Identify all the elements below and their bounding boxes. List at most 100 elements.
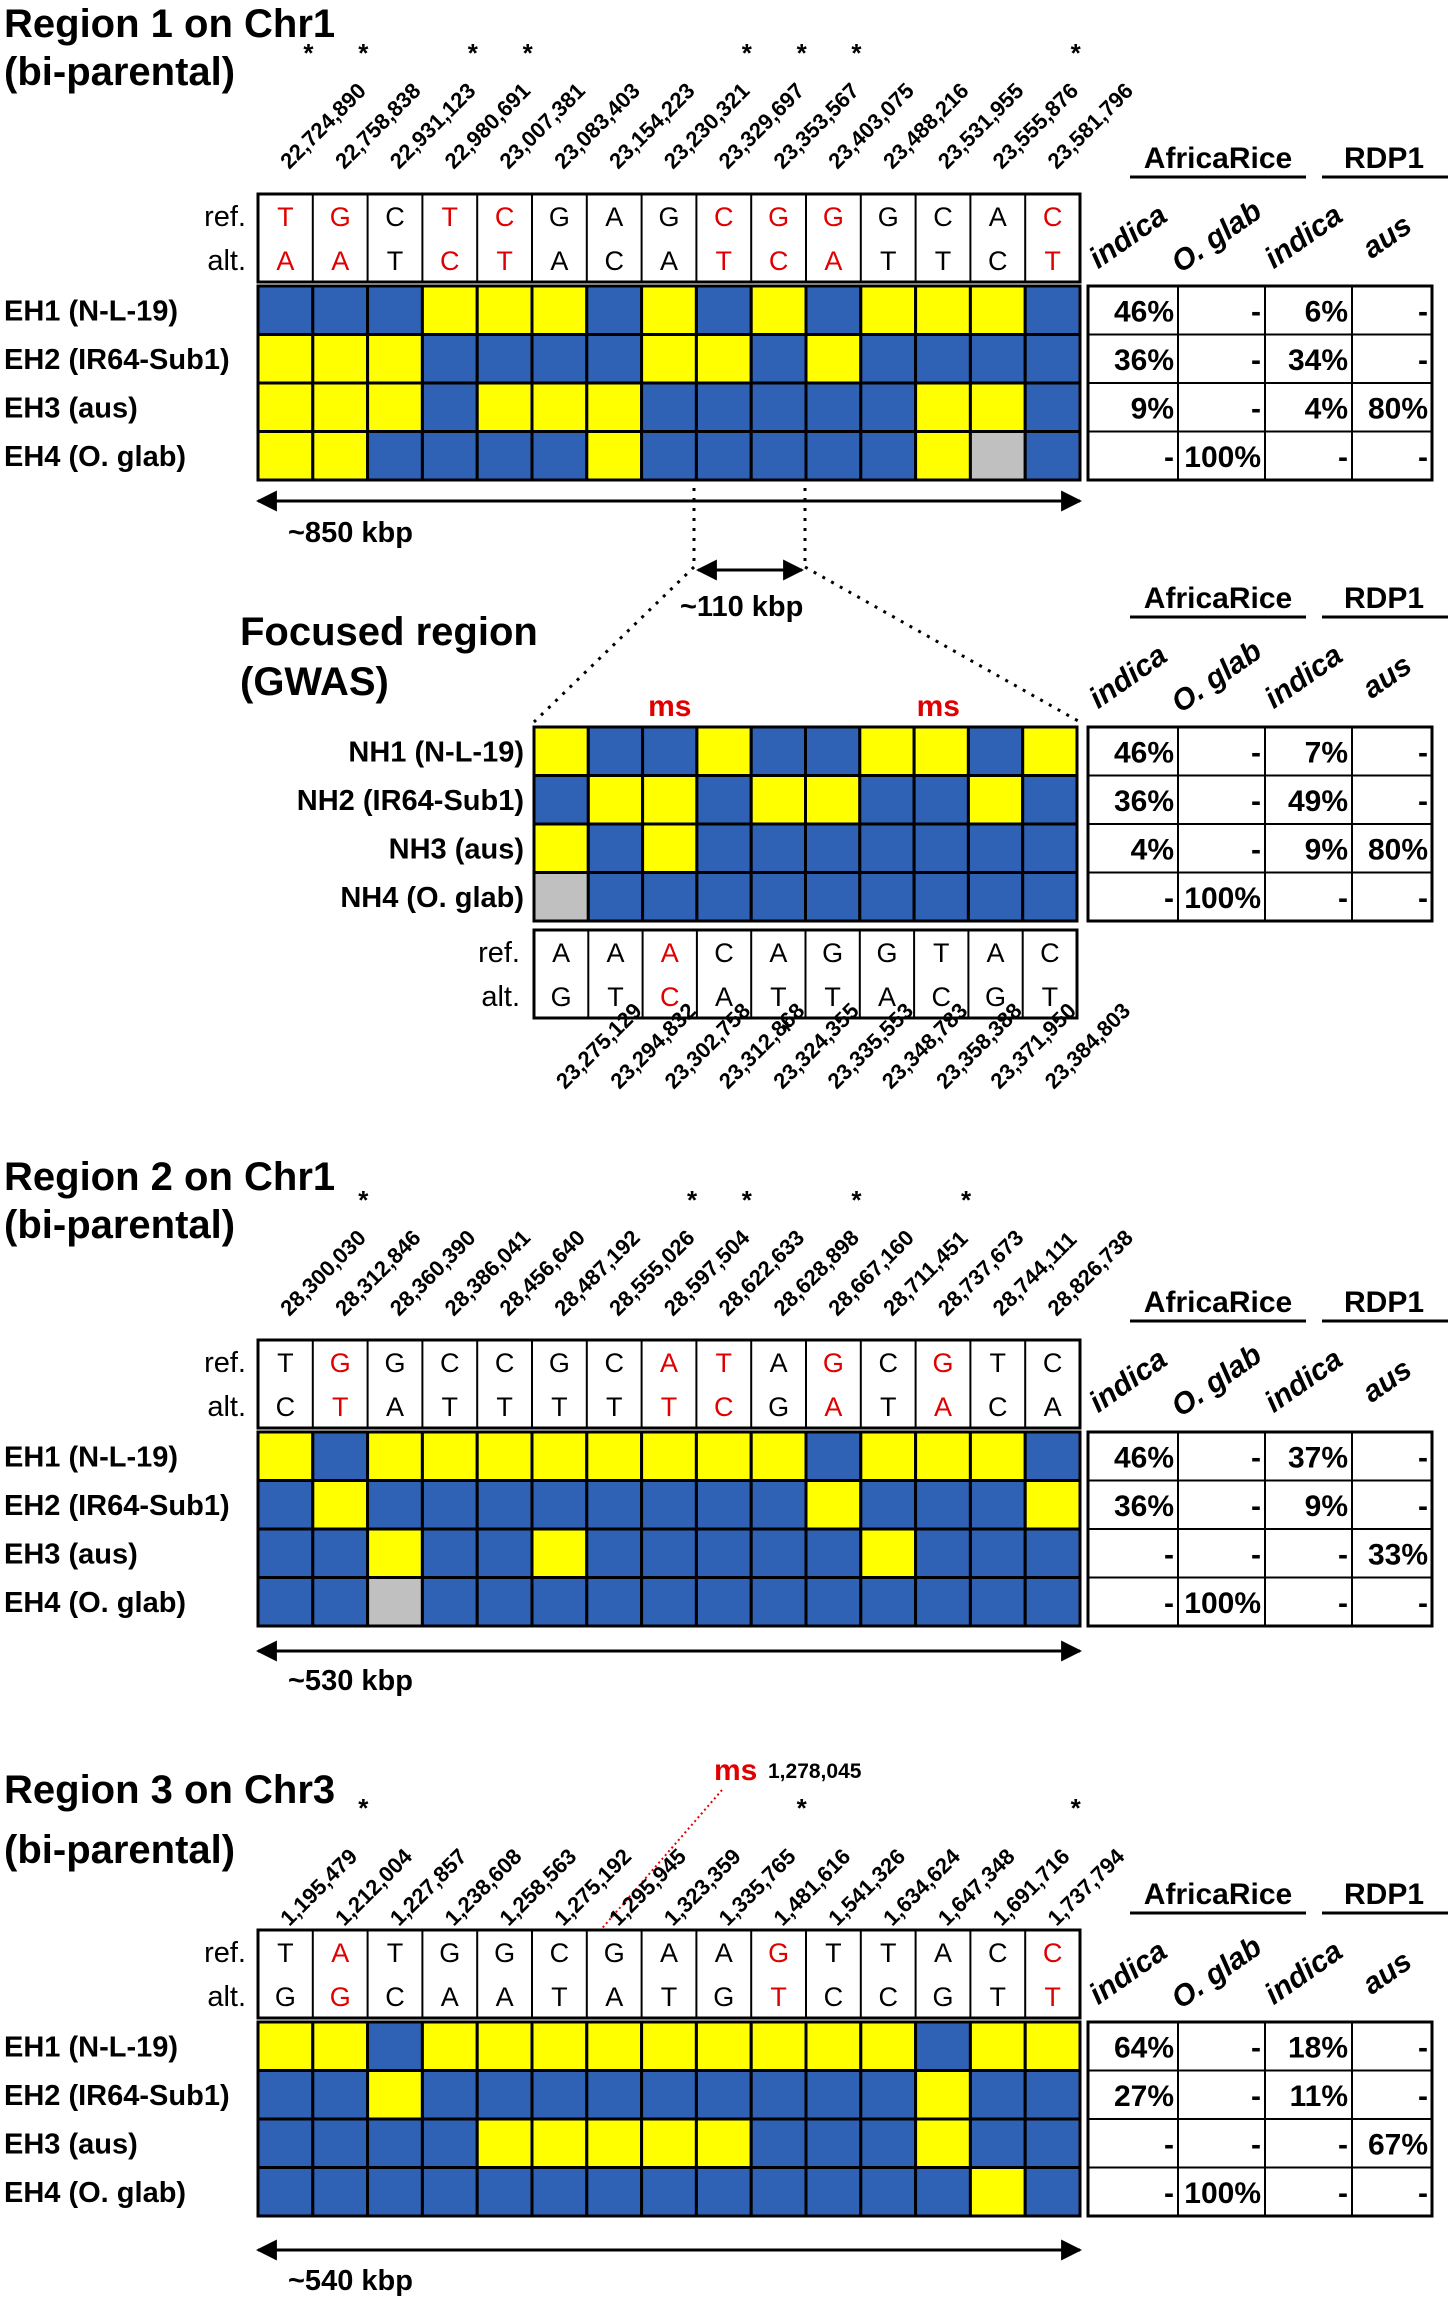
genotype-cell bbox=[420, 333, 479, 385]
alt-allele: C bbox=[988, 246, 1008, 276]
frequency-value: 9% bbox=[1305, 1490, 1348, 1523]
frequency-value: - bbox=[1251, 1538, 1261, 1571]
genotype-cell bbox=[366, 2020, 424, 2072]
alt-allele: T bbox=[496, 246, 513, 276]
genotype-cell bbox=[530, 333, 589, 385]
region3-ms-position: 1,278,045 bbox=[768, 1760, 862, 1783]
genotype-cell bbox=[804, 1576, 863, 1628]
alt-allele: C bbox=[824, 1982, 844, 2012]
region1-panel: 22,724,89022,758,83822,931,12322,980,691… bbox=[4, 38, 1448, 482]
genotype-cell bbox=[694, 1430, 753, 1482]
genotype-cell bbox=[311, 333, 370, 385]
ref-allele: G bbox=[330, 202, 351, 232]
population-column-header: aus bbox=[1356, 1352, 1417, 1409]
genotype-cell bbox=[475, 1430, 534, 1482]
genotype-cell bbox=[1023, 2117, 1082, 2169]
genotype-cell bbox=[475, 2020, 534, 2072]
genotype-cell bbox=[475, 284, 534, 336]
ref-allele: C bbox=[1043, 1938, 1063, 1968]
genotype-cell bbox=[914, 2069, 972, 2121]
genotype-cell bbox=[749, 1527, 808, 1579]
genotype-cell bbox=[749, 1430, 808, 1482]
genotype-cell bbox=[640, 381, 698, 433]
genotype-cell bbox=[968, 381, 1027, 433]
africarice-header: AfricaRice bbox=[1144, 1878, 1292, 1911]
genotype-cell bbox=[256, 430, 315, 482]
genotype-cell bbox=[420, 381, 479, 433]
alt-allele: T bbox=[716, 246, 733, 276]
genotype-cell bbox=[968, 2166, 1027, 2218]
genotype-cell bbox=[1023, 2020, 1082, 2072]
genotype-cell bbox=[804, 822, 862, 874]
genotype-cell bbox=[640, 430, 698, 482]
genotype-cell bbox=[694, 2117, 753, 2169]
genotype-cell bbox=[641, 822, 699, 874]
genotype-cell bbox=[859, 1576, 918, 1628]
genotype-cell bbox=[530, 430, 589, 482]
genotype-cell bbox=[858, 822, 916, 874]
genotype-cell bbox=[532, 725, 590, 777]
alt-allele: C bbox=[932, 982, 952, 1012]
alt-allele: G bbox=[932, 1982, 953, 2012]
genotype-cell bbox=[914, 1527, 972, 1579]
population-column-header: O. glab bbox=[1166, 1930, 1268, 2015]
genotype-cell bbox=[1023, 2166, 1082, 2218]
alt-allele: A bbox=[715, 982, 733, 1012]
focused-span-label: ~110 kbp bbox=[680, 591, 803, 623]
genotype-cell bbox=[366, 1430, 424, 1482]
genotype-cell bbox=[420, 1576, 479, 1628]
frequency-value: 100% bbox=[1184, 441, 1261, 474]
africarice-header: AfricaRice bbox=[1144, 582, 1292, 615]
alt-allele: T bbox=[1042, 982, 1059, 1012]
genotype-cell bbox=[530, 1527, 589, 1579]
alt-allele: T bbox=[442, 1392, 459, 1422]
genotype-cell bbox=[311, 2117, 370, 2169]
ref-row-label: ref. bbox=[204, 201, 246, 233]
ref-allele: C bbox=[878, 1348, 898, 1378]
haplotype-label: NH1 (N-L-19) bbox=[348, 736, 524, 768]
alt-allele: T bbox=[661, 1982, 678, 2012]
population-column-header: indica bbox=[1083, 198, 1173, 275]
ref-allele: G bbox=[823, 202, 844, 232]
haplotype-label: EH2 (IR64-Sub1) bbox=[4, 344, 230, 376]
genotype-cell bbox=[640, 1479, 698, 1531]
frequency-value: - bbox=[1164, 441, 1174, 474]
genotype-cell bbox=[914, 2117, 972, 2169]
frequency-value: - bbox=[1251, 2128, 1261, 2161]
alt-allele: C bbox=[604, 246, 624, 276]
haplotype-label: EH1 (N-L-19) bbox=[4, 295, 178, 327]
alt-allele: T bbox=[935, 246, 952, 276]
genotype-cell bbox=[858, 774, 916, 826]
genotype-cell bbox=[530, 284, 589, 336]
genotype-cell bbox=[585, 1527, 644, 1579]
ref-allele: A bbox=[606, 938, 624, 968]
alt-allele: T bbox=[1044, 246, 1061, 276]
genotype-cell bbox=[695, 725, 753, 777]
genotype-cell bbox=[256, 1430, 315, 1482]
genotype-cell bbox=[804, 1479, 863, 1531]
genotype-cell bbox=[640, 333, 698, 385]
frequency-value: - bbox=[1251, 392, 1261, 425]
genotype-cell bbox=[641, 725, 699, 777]
genotype-cell bbox=[804, 2117, 863, 2169]
significance-asterisk: * bbox=[468, 38, 479, 68]
ref-allele: T bbox=[387, 1938, 404, 1968]
genotype-cell bbox=[256, 1479, 315, 1531]
genotype-cell bbox=[749, 1576, 808, 1628]
genotype-cell bbox=[530, 2069, 589, 2121]
alt-allele: A bbox=[550, 246, 568, 276]
ref-allele: C bbox=[714, 202, 734, 232]
region1-title: Region 1 on Chr1 bbox=[4, 2, 335, 46]
ref-allele: G bbox=[878, 202, 899, 232]
genotype-cell bbox=[311, 381, 370, 433]
genotype-cell bbox=[968, 1576, 1027, 1628]
genotype-cell bbox=[1023, 284, 1082, 336]
haplotype-label: EH4 (O. glab) bbox=[4, 1587, 186, 1619]
significance-asterisk: * bbox=[961, 1185, 972, 1215]
genotype-cell bbox=[256, 284, 315, 336]
significance-asterisk: * bbox=[358, 38, 369, 68]
alt-allele: A bbox=[331, 246, 349, 276]
alt-allele: T bbox=[990, 1982, 1007, 2012]
alt-allele: T bbox=[607, 982, 624, 1012]
